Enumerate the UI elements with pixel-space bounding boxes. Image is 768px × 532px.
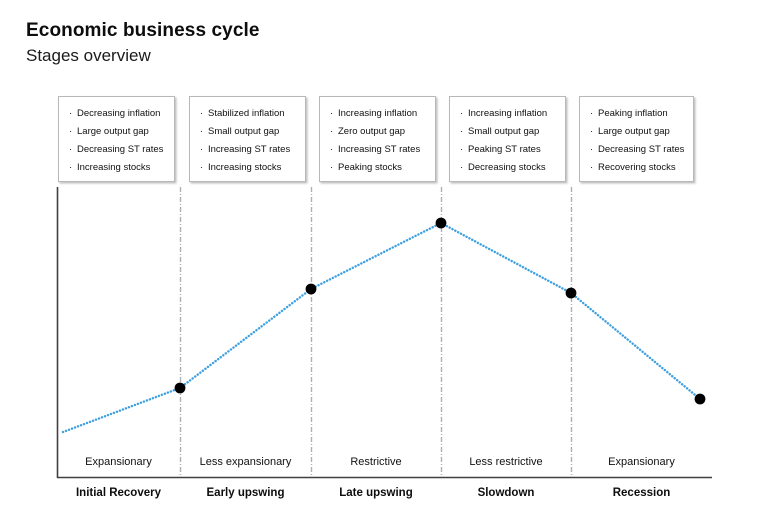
- bullet-text: Recovering stocks: [598, 162, 676, 173]
- bullet-dot-icon: ·: [330, 162, 334, 173]
- bullet-item: · Recovering stocks: [590, 159, 687, 177]
- bullet-item: · Decreasing inflation: [69, 105, 168, 123]
- bullet-dot-icon: ·: [460, 144, 464, 155]
- bullet-dot-icon: ·: [460, 108, 464, 119]
- bullet-item: · Increasing stocks: [69, 159, 168, 177]
- bullet-text: Increasing ST rates: [338, 144, 421, 155]
- policy-label-recession: Expansionary: [608, 456, 675, 468]
- bullet-text: Increasing stocks: [208, 162, 282, 173]
- bullet-item: · Increasing inflation: [330, 105, 429, 123]
- bullet-dot-icon: ·: [590, 108, 594, 119]
- bullet-dot-icon: ·: [200, 162, 204, 173]
- bullet-dot-icon: ·: [590, 126, 594, 137]
- policy-label-late-upswing: Restrictive: [350, 456, 402, 468]
- bullet-dot-icon: ·: [460, 162, 464, 173]
- bullet-text: Decreasing ST rates: [598, 144, 685, 155]
- bullet-dot-icon: ·: [200, 108, 204, 119]
- bullet-dot-icon: ·: [330, 126, 334, 137]
- stage-info-box-early-upswing[interactable]: ·Stabilized inflation ·Small output gap …: [189, 96, 306, 182]
- bullet-item: · Decreasing ST rates: [590, 141, 687, 159]
- bullet-item: · Peaking ST rates: [460, 141, 559, 159]
- bullet-text: Large output gap: [77, 126, 149, 137]
- bullet-text: Stabilized inflation: [208, 108, 285, 119]
- bullet-item: · Increasing stocks: [200, 159, 299, 177]
- stage-info-box-slowdown[interactable]: ·Increasing inflation ·Small output gap …: [449, 96, 566, 182]
- bullet-item: · Small output gap: [460, 123, 559, 141]
- bullet-dot-icon: ·: [69, 126, 73, 137]
- bullet-dot-icon: ·: [590, 144, 594, 155]
- bullet-dot-icon: ·: [460, 126, 464, 137]
- cycle-line-series: [61, 221, 702, 434]
- bullet-item: · Stabilized inflation: [200, 105, 299, 123]
- stage-name-early-upswing: Early upswing: [206, 487, 285, 499]
- bullet-text: Small output gap: [468, 126, 540, 137]
- bullet-item: · Decreasing stocks: [460, 159, 559, 177]
- stage-name-initial-recovery: Initial Recovery: [75, 487, 161, 499]
- bullet-dot-icon: ·: [330, 144, 334, 155]
- bullet-text: Decreasing stocks: [468, 162, 546, 173]
- bullet-dot-icon: ·: [200, 126, 204, 137]
- bullet-text: Increasing stocks: [77, 162, 151, 173]
- bullet-item: · Peaking stocks: [330, 159, 429, 177]
- bullet-dot-icon: ·: [69, 108, 73, 119]
- bullet-text: Increasing inflation: [468, 108, 548, 119]
- stage-info-box-initial-recovery[interactable]: ·Decreasing inflation ·Large output gap …: [58, 96, 175, 182]
- bullet-text: Decreasing inflation: [77, 108, 161, 119]
- bullet-dot-icon: ·: [69, 144, 73, 155]
- policy-label-slowdown: Less restrictive: [469, 456, 543, 468]
- bullet-item: · Peaking inflation: [590, 105, 687, 123]
- chart-axes: [56, 187, 712, 479]
- bullet-text: Increasing inflation: [338, 108, 418, 119]
- stage-info-box-recession[interactable]: · Peaking inflation · Large output gap · De…: [579, 96, 694, 182]
- bullet-item: · Decreasing ST rates: [69, 141, 168, 159]
- bullet-item: · Increasing ST rates: [200, 141, 299, 159]
- policy-label-initial-recovery: Expansionary: [85, 456, 152, 468]
- stage-name-recession: Recession: [612, 487, 671, 499]
- stage-info-box-late-upswing[interactable]: · Increasing inflation · Zero output gap ·…: [319, 96, 436, 182]
- stage-name-slowdown: Slowdown: [477, 487, 535, 499]
- stage-name-late-upswing: Late upswing: [339, 487, 413, 499]
- bullet-item: · Large output gap: [69, 123, 168, 141]
- bullet-item: · Large output gap: [590, 123, 687, 141]
- bullet-dot-icon: ·: [69, 162, 73, 173]
- bullet-item: · Zero output gap: [330, 123, 429, 141]
- bullet-dot-icon: ·: [330, 108, 334, 119]
- page-subtitle: Stages overview: [26, 46, 151, 65]
- bullet-item: · Small output gap: [200, 123, 299, 141]
- policy-label-early-upswing: Less expansionary: [199, 456, 292, 468]
- bullet-text: Zero output gap: [338, 126, 406, 137]
- bullet-text: Peaking inflation: [598, 108, 668, 119]
- stage-divider-group: [179, 187, 573, 478]
- bullet-text: Peaking stocks: [338, 162, 402, 173]
- cycle-markers: [174, 217, 706, 405]
- page-title: Economic business cycle: [26, 20, 260, 41]
- bullet-text: Peaking ST rates: [468, 144, 541, 155]
- bullet-dot-icon: ·: [590, 162, 594, 173]
- bullet-item: · Increasing ST rates: [330, 141, 429, 159]
- bullet-text: Small output gap: [208, 126, 280, 137]
- bullet-text: Large output gap: [598, 126, 670, 137]
- bullet-text: Increasing ST rates: [208, 144, 291, 155]
- bullet-dot-icon: ·: [200, 144, 204, 155]
- bullet-text: Decreasing ST rates: [77, 144, 164, 155]
- bullet-item: · Increasing inflation: [460, 105, 559, 123]
